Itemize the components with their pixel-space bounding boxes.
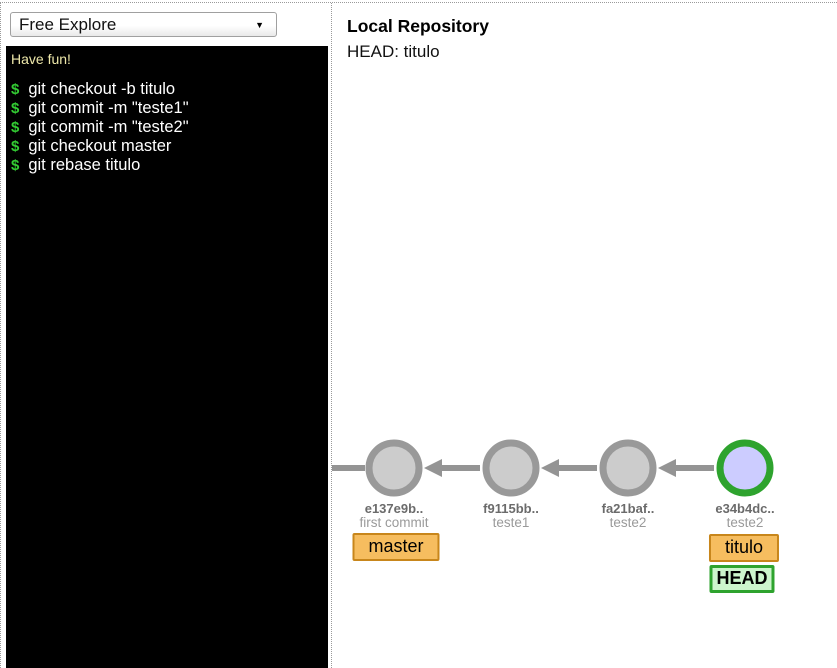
repository-header: Local Repository HEAD: titulo [332, 3, 837, 62]
terminal-history-line: $ git commit -m "teste2" [11, 118, 324, 137]
terminal-history-line: $ git rebase titulo [11, 156, 324, 175]
command-text: git checkout master [28, 137, 172, 155]
prompt-icon: $ [11, 138, 20, 155]
branch-tag-titulo: titulo [708, 534, 780, 562]
head-status: HEAD: titulo [347, 42, 440, 61]
commit-graph: e137e9b.. first commit f9115bb.. teste1 … [332, 439, 775, 530]
commit-message: teste2 [610, 515, 647, 530]
parent-arrow [424, 459, 480, 477]
prompt-icon: $ [11, 81, 20, 98]
commit-node: fa21baf.. teste2 [599, 439, 657, 530]
branch-tag-master: master [352, 533, 440, 561]
left-panel: Free Explore ▼ Have fun! $ git checkout -… [0, 3, 331, 668]
mode-select-value: Free Explore [19, 14, 117, 34]
page-title: Local Repository [347, 16, 489, 36]
parent-arrow [658, 459, 714, 477]
terminal-history-line: $ git commit -m "teste1" [11, 99, 324, 118]
command-text: git commit -m "teste1" [28, 99, 189, 117]
terminal-history-line: $ git checkout -b titulo [11, 80, 324, 99]
head-tag: HEAD [709, 565, 775, 593]
mode-select[interactable]: Free Explore ▼ [10, 12, 277, 37]
repository-panel: Local Repository HEAD: titulo e13 [331, 3, 837, 668]
parent-arrow [541, 459, 597, 477]
commit-message: first commit [360, 515, 429, 530]
commit-hash: e137e9b.. [365, 501, 424, 516]
command-text: git commit -m "teste2" [28, 118, 189, 136]
commit-hash: e34b4dc.. [715, 501, 774, 516]
prompt-icon: $ [11, 119, 20, 136]
commit-node: f9115bb.. teste1 [482, 439, 540, 530]
command-text: git rebase titulo [28, 156, 141, 174]
terminal-history-line: $ git checkout master [11, 137, 324, 156]
commit-hash: fa21baf.. [602, 501, 655, 516]
command-text: git checkout -b titulo [28, 80, 176, 98]
commit-node: e137e9b.. first commit [360, 439, 429, 530]
commit-hash: f9115bb.. [483, 501, 539, 516]
commit-node-current: e34b4dc.. teste2 [715, 439, 775, 530]
chevron-down-icon: ▼ [255, 20, 264, 30]
commit-message: teste1 [493, 515, 530, 530]
prompt-icon: $ [11, 157, 20, 174]
terminal[interactable]: Have fun! $ git checkout -b titulo $ git c… [6, 46, 328, 668]
terminal-greeting: Have fun! [11, 51, 71, 67]
commit-message: teste2 [727, 515, 764, 530]
prompt-icon: $ [11, 100, 20, 117]
